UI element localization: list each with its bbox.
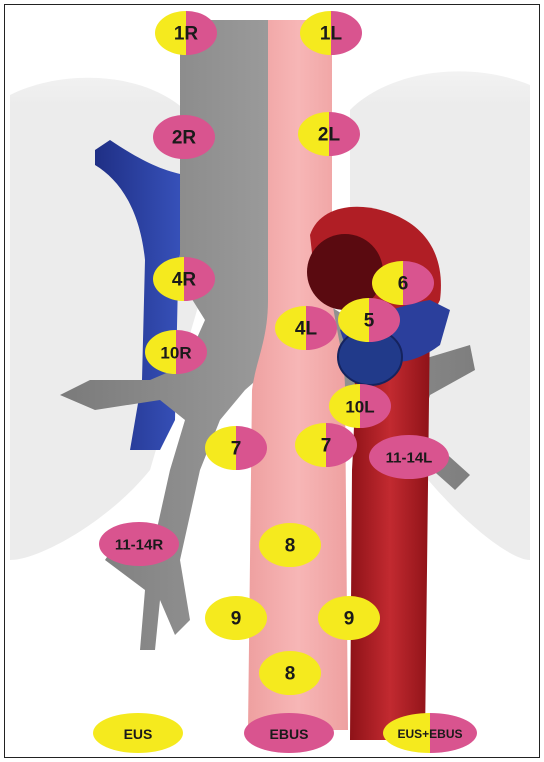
station-label: 7 <box>321 436 332 457</box>
station-label: 1R <box>174 24 199 45</box>
station-label: 10R <box>160 344 191 363</box>
station-10r: 10R <box>145 330 207 374</box>
station-label: 2L <box>318 125 341 146</box>
station-label: 7 <box>231 439 242 460</box>
legend: EUS EBUS EUS+EBUS <box>93 713 477 753</box>
legend-ebus: EBUS <box>244 713 334 753</box>
station-label: EUS+EBUS <box>397 727 462 741</box>
station-4r: 4R <box>153 257 215 301</box>
station-7a: 7 <box>205 426 267 470</box>
legend-eus: EUS <box>93 713 183 753</box>
station-5: 5 <box>338 298 400 342</box>
station-8a: 8 <box>259 523 321 567</box>
station-9b: 9 <box>318 596 380 640</box>
station-label: 9 <box>231 609 242 630</box>
station-label: 8 <box>285 664 296 685</box>
station-label: 9 <box>344 609 355 630</box>
station-9a: 9 <box>205 596 267 640</box>
station-7b: 7 <box>295 423 357 467</box>
station-label: EBUS <box>270 726 309 742</box>
station-6: 6 <box>372 261 434 305</box>
station-label: 4R <box>172 270 197 291</box>
legend-eusebus: EUS+EBUS <box>383 713 477 753</box>
station-label: 4L <box>295 319 318 340</box>
station-8b: 8 <box>259 651 321 695</box>
station-label: 6 <box>398 274 409 295</box>
station-label: 1L <box>320 24 343 45</box>
station-label: 8 <box>285 536 296 557</box>
station-label: 2R <box>172 128 197 149</box>
station-2r: 2R <box>153 115 215 159</box>
station-4l: 4L <box>275 306 337 350</box>
station-1l: 1L <box>300 11 362 55</box>
station-label: 11-14L <box>386 450 433 467</box>
station-10l: 10L <box>329 384 391 428</box>
station-1114l: 11-14L <box>369 435 449 479</box>
station-label: 11-14R <box>115 537 164 554</box>
station-1r: 1R <box>155 11 217 55</box>
station-label: 10L <box>345 398 374 417</box>
station-label: 5 <box>364 311 375 332</box>
station-1114r: 11-14R <box>99 522 179 566</box>
station-label: EUS <box>124 726 153 742</box>
station-2l: 2L <box>298 112 360 156</box>
